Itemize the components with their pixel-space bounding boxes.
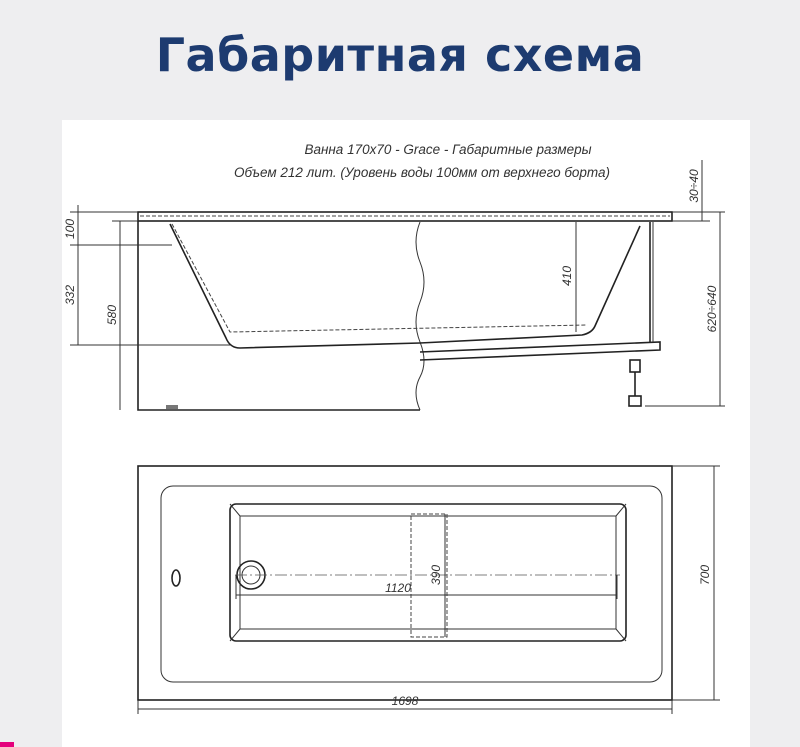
leg-nut xyxy=(629,359,641,373)
tub-rim-inner xyxy=(160,485,663,683)
dim-depth-left: 332 xyxy=(63,285,77,305)
side-view: 100 332 580 410 620÷640 30÷40 xyxy=(63,160,725,411)
accent-mark xyxy=(0,742,14,747)
page-title: Габаритная схема xyxy=(155,28,645,82)
dim-panel-height: 580 xyxy=(105,305,119,325)
dim-rim: 100 xyxy=(63,219,77,239)
dim-total-height: 620÷640 xyxy=(705,285,719,332)
tub-rim xyxy=(137,211,673,222)
tub-bowl xyxy=(229,503,627,642)
drawing-card xyxy=(62,120,750,747)
dim-inner-depth: 410 xyxy=(560,266,574,286)
overflow-icon xyxy=(171,569,181,587)
break-line xyxy=(415,221,425,411)
dim-bottom-width: 390 xyxy=(429,565,443,585)
front-panel xyxy=(137,221,420,411)
dim-length: 1698 xyxy=(392,694,419,708)
dim-leg-adjust: 30÷40 xyxy=(687,169,701,203)
drawing-caption-title: Ванна 170x70 - Grace - Габаритные размер… xyxy=(304,142,591,157)
dim-width: 700 xyxy=(698,565,712,585)
drawing-caption-volume: Объем 212 лит. (Уровень воды 100мм от ве… xyxy=(234,165,610,180)
frame-bar xyxy=(419,341,661,361)
bottom-width-zone xyxy=(410,513,448,638)
tub-bowl-right xyxy=(419,225,641,344)
dim-bottom-length: 1120 xyxy=(385,581,411,595)
tub-bottom xyxy=(239,515,617,630)
top-view: 1120 390 700 1698 xyxy=(137,465,720,714)
leg-foot xyxy=(628,395,642,407)
tub-outline xyxy=(137,465,673,701)
tub-bowl-left xyxy=(169,223,421,349)
